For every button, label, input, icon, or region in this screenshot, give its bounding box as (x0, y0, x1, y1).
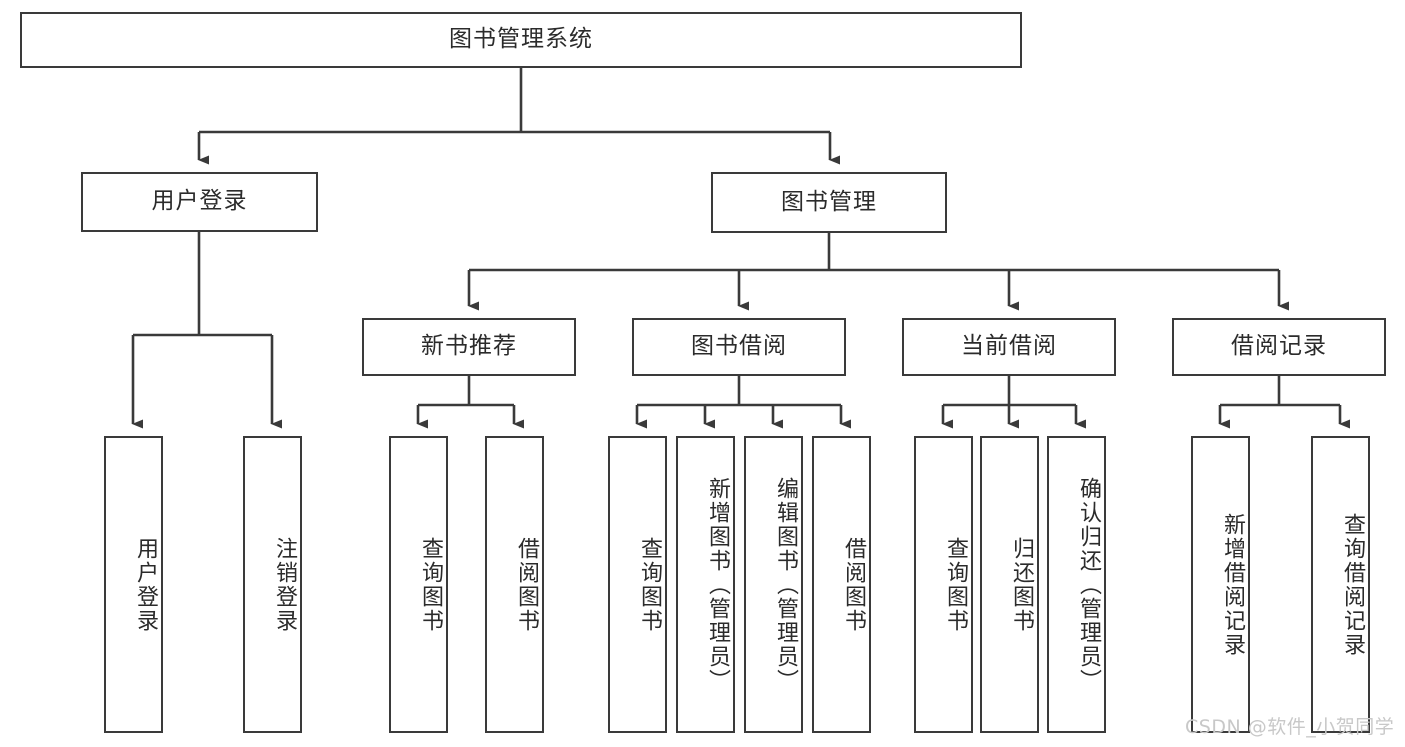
node-book-borrow[interactable]: 图书借阅 (632, 318, 846, 376)
node-current-borrow[interactable]: 当前借阅 (902, 318, 1116, 376)
node-label: 新增图书（管理员） (705, 476, 730, 693)
node-user-login[interactable]: 用户登录 (81, 172, 318, 232)
node-label: 新增借阅记录 (1220, 512, 1245, 657)
node-leaf-confirm-return-admin[interactable]: 确认归还（管理员） (1047, 436, 1106, 733)
node-label: 图书管理系统 (449, 26, 593, 53)
node-leaf-return-book[interactable]: 归还图书 (980, 436, 1039, 733)
node-leaf-user-login[interactable]: 用户登录 (104, 436, 163, 733)
node-leaf-query-book-2[interactable]: 查询图书 (608, 436, 667, 733)
node-label: 当前借阅 (961, 333, 1057, 360)
node-label: 图书管理 (781, 188, 877, 215)
node-label: 确认归还（管理员） (1076, 476, 1101, 693)
node-label: 用户登录 (133, 536, 158, 633)
node-label: 借阅记录 (1231, 333, 1327, 360)
node-root-book-management-system[interactable]: 图书管理系统 (20, 12, 1022, 68)
node-book-management[interactable]: 图书管理 (711, 172, 947, 233)
node-label: 图书借阅 (691, 333, 787, 360)
node-label: 借阅图书 (841, 536, 866, 633)
node-leaf-logout-login[interactable]: 注销登录 (243, 436, 302, 733)
node-new-book-recommend[interactable]: 新书推荐 (362, 318, 576, 376)
node-label: 注销登录 (272, 536, 297, 633)
node-leaf-query-borrow-record[interactable]: 查询借阅记录 (1311, 436, 1370, 733)
node-label: 新书推荐 (421, 333, 517, 360)
node-leaf-add-book-admin[interactable]: 新增图书（管理员） (676, 436, 735, 733)
node-label: 借阅图书 (514, 536, 539, 633)
node-label: 编辑图书（管理员） (773, 476, 798, 693)
node-label: 查询图书 (418, 536, 443, 633)
node-borrow-record[interactable]: 借阅记录 (1172, 318, 1386, 376)
node-label: 查询图书 (637, 536, 662, 633)
node-leaf-borrow-book-2[interactable]: 借阅图书 (812, 436, 871, 733)
node-leaf-query-book-3[interactable]: 查询图书 (914, 436, 973, 733)
node-leaf-borrow-book-1[interactable]: 借阅图书 (485, 436, 544, 733)
node-leaf-edit-book-admin[interactable]: 编辑图书（管理员） (744, 436, 803, 733)
node-label: 查询图书 (943, 536, 968, 633)
csdn-watermark: CSDN @软件_小贺同学 (1185, 716, 1395, 738)
node-label: 用户登录 (151, 188, 248, 215)
node-leaf-add-borrow-record[interactable]: 新增借阅记录 (1191, 436, 1250, 733)
node-label: 归还图书 (1009, 536, 1034, 633)
node-leaf-query-book-1[interactable]: 查询图书 (389, 436, 448, 733)
node-label: 查询借阅记录 (1340, 512, 1365, 657)
